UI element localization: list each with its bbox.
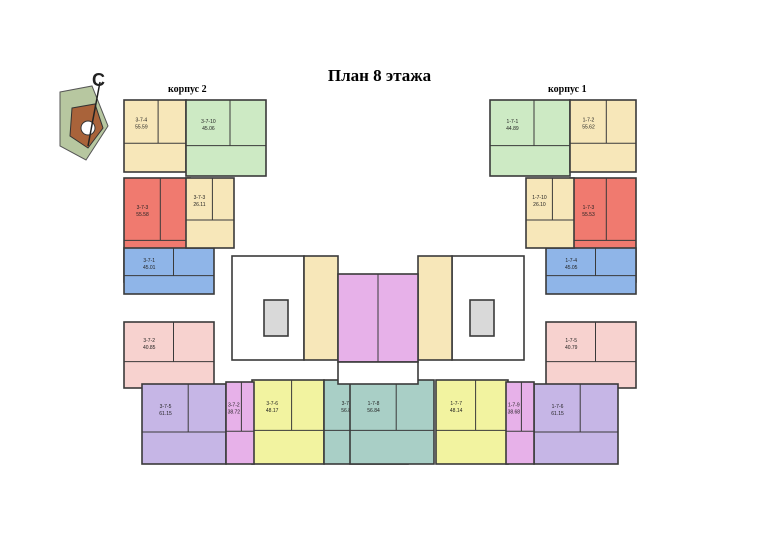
building-1-apartment-area: 55.53	[582, 212, 595, 218]
corridor	[337, 361, 419, 385]
building-2-apartment-area: 48.17	[266, 408, 279, 414]
building-1-apartment-label: 1-7-10	[532, 195, 547, 201]
building-1-apartment-8	[349, 379, 435, 465]
building-1-apartment-7	[435, 379, 509, 465]
central-section	[231, 255, 525, 385]
building-2-apartment-area: 26.11	[193, 202, 205, 208]
building-2-wing: 3-7-455.593-7-1045.063-7-355.583-7-145.0…	[123, 99, 409, 465]
building-1-apartment-area: 61.15	[551, 411, 564, 417]
building-1-apartment-area: 48.14	[450, 408, 463, 414]
building-2-apartment-label: 3-7-2	[228, 403, 240, 409]
building-1-apartment-label: 1-7-4	[565, 258, 577, 264]
building-1-apartment-10	[525, 177, 575, 249]
building-2-label: корпус 2	[168, 84, 207, 95]
building-2-apartment-area: 45.01	[143, 265, 156, 271]
page-title: План 8 этажа	[327, 66, 432, 85]
building-2-apartment-area: 55.58	[136, 212, 149, 218]
building-1-apartment-label: 1-7-2	[583, 118, 595, 124]
building-1-apartment-label: 1-7-6	[552, 404, 564, 410]
building-2-apartment-label: 3-7-2	[143, 338, 155, 344]
building-2-apartment-5	[123, 321, 215, 389]
building-1-apartment-6	[533, 383, 619, 465]
building-1-apartment-2	[569, 99, 637, 173]
building-2-apartment-4	[123, 247, 215, 295]
building-2-apartment-label: 3-7-8	[342, 401, 354, 407]
building-2-apartment-area: 38.72	[228, 410, 241, 416]
building-1-apartment-1	[489, 99, 571, 177]
building-2-apartment-area: 61.15	[159, 411, 172, 417]
building-2-apartment-label: 3-7-10	[201, 119, 216, 125]
building-2-apartment-label: 3-7-1	[143, 258, 155, 264]
building-2-apartment-label: 3-7-5	[160, 404, 172, 410]
building-2-apartment-label: 3-7-3	[194, 195, 206, 201]
compass-icon	[59, 81, 109, 161]
building-1-apartment-label: 1-7-7	[450, 401, 462, 407]
building-1-apartment-label: 1-7-1	[507, 119, 519, 125]
elevator-right	[469, 299, 495, 337]
central-apartment-right	[417, 255, 453, 361]
building-1-apartment-4	[545, 247, 637, 295]
building-2-apartment-6	[141, 383, 227, 465]
building-1-apartment-5	[545, 321, 637, 389]
building-2-apartment-9	[225, 381, 255, 465]
building-1-apartment-label: 1-7-8	[368, 401, 380, 407]
building-1-apartment-label: 1-7-9	[508, 403, 520, 409]
building-2-apartment-2	[185, 99, 267, 177]
elevator-left	[263, 299, 289, 337]
building-2-apartment-area: 40.85	[143, 345, 156, 351]
building-1-apartment-area: 44.89	[506, 126, 519, 132]
building-1-apartment-area: 55.62	[582, 125, 595, 131]
building-2-apartment-1	[123, 99, 187, 173]
building-2-apartment-label: 3-7-3	[137, 205, 149, 211]
building-2-apartment-area: 55.59	[135, 125, 148, 131]
building-1-apartment-area: 40.79	[565, 345, 578, 351]
building-2-apartment-label: 3-7-4	[136, 118, 148, 124]
building-2-apartment-area: 45.06	[202, 126, 215, 132]
building-2-apartment-label: 3-7-6	[266, 401, 278, 407]
building-2-apartment-10	[185, 177, 235, 249]
building-1-apartment-label: 1-7-5	[565, 338, 577, 344]
building-1-apartment-area: 38.68	[508, 410, 521, 416]
building-1-label: корпус 1	[548, 84, 587, 95]
building-1-apartment-area: 56.84	[367, 408, 380, 414]
building-1-apartment-9	[505, 381, 535, 465]
building-2-apartment-area: 56.86	[341, 408, 354, 414]
compass-north-letter: С	[92, 70, 105, 90]
building-1-apartment-area: 26.10	[533, 202, 546, 208]
building-1-apartment-label: 1-7-3	[583, 205, 595, 211]
central-apartment-left	[303, 255, 339, 361]
building-1-wing: 1-7-144.89 1-7-255.62 1-7-355.53 1-7-445.05…	[349, 99, 637, 465]
building-1-apartment-area: 45.05	[565, 265, 578, 271]
building-2-apartment-7	[251, 379, 325, 465]
